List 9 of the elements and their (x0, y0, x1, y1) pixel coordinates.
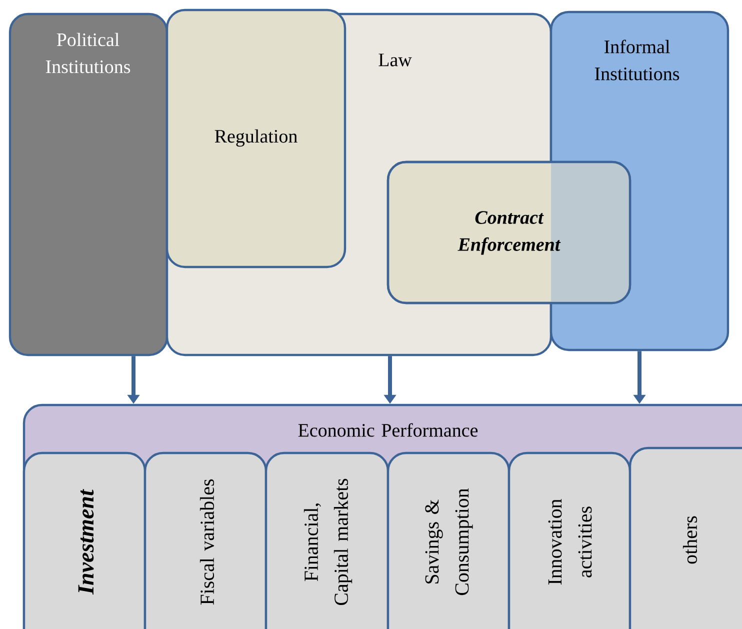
rounded-box: Political Institutions (8, 12, 168, 356)
column-box: others (628, 446, 742, 629)
rounded-box: Regulation (166, 8, 346, 268)
column-box: Fiscal variables (144, 452, 268, 629)
column-box: Investment (22, 452, 146, 629)
column-box: Innovation activities (508, 452, 632, 629)
column-box: Financial, Capital markets (264, 452, 390, 629)
rounded-box: Contract Enforcement (386, 160, 632, 304)
column-box: Savings & Consumption (386, 452, 510, 629)
